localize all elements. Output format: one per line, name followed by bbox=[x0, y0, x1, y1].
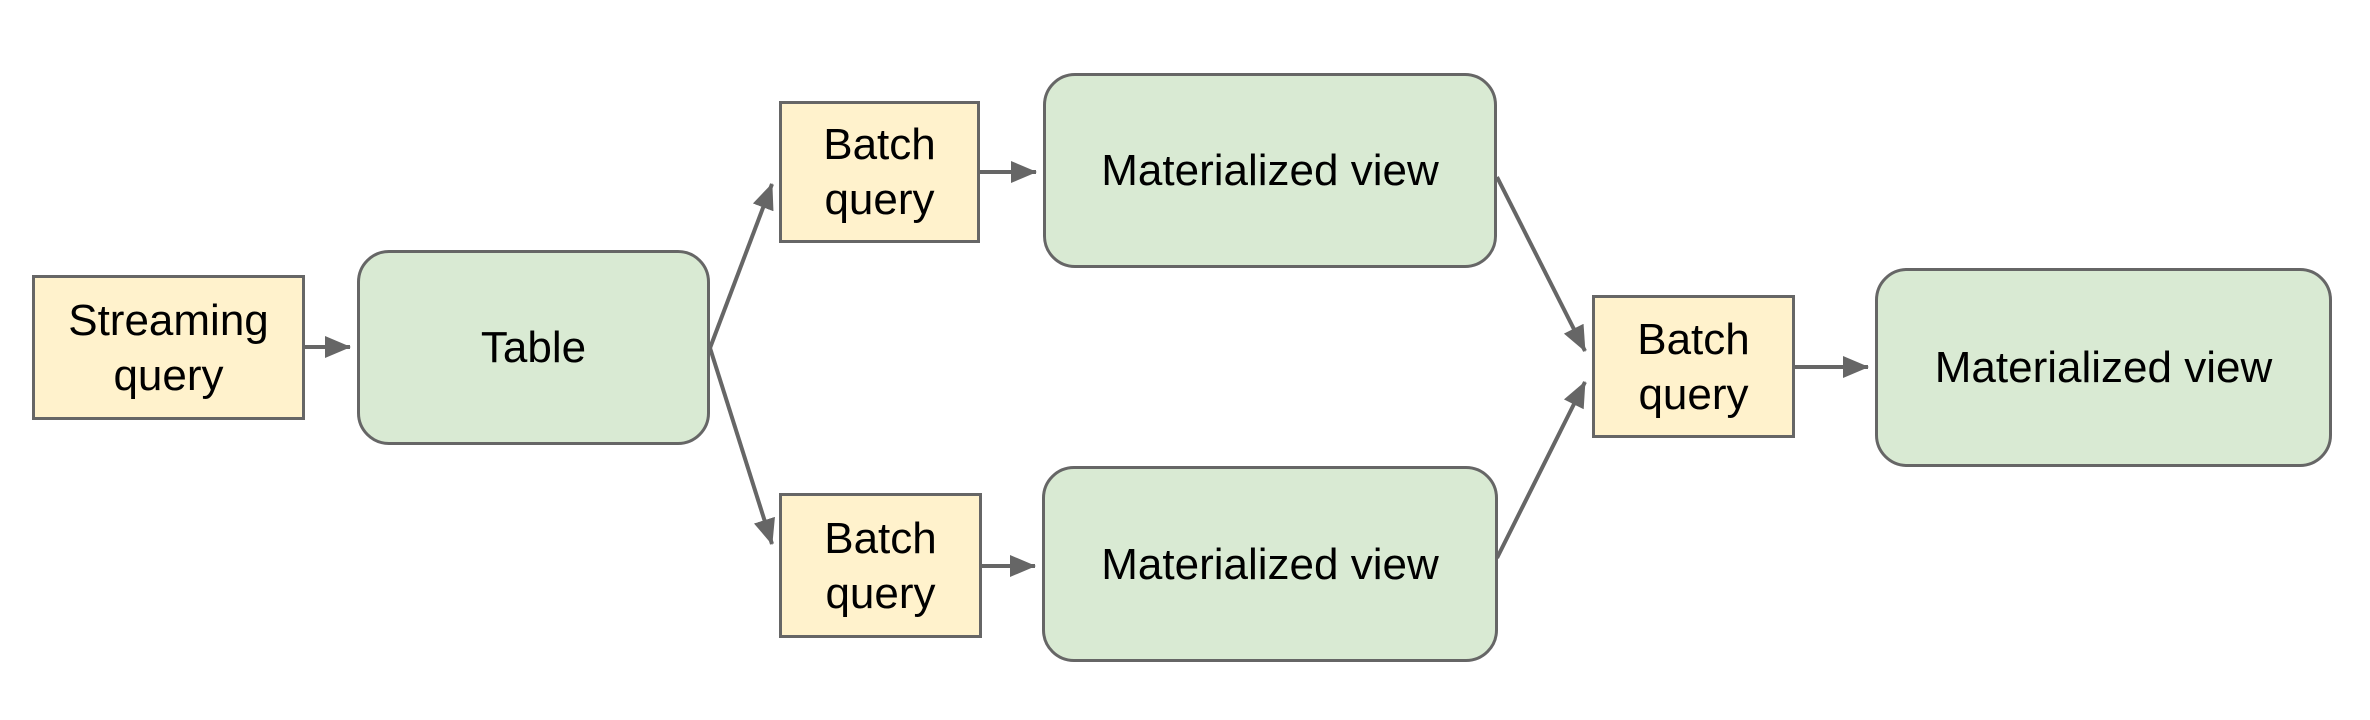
edge-table-to-batch-query-bottom bbox=[708, 347, 775, 545]
node-streaming-query: Streaming query bbox=[32, 275, 305, 420]
edge-table-to-batch-query-top bbox=[708, 183, 774, 349]
node-materialized-view-top: Materialized view bbox=[1043, 73, 1497, 268]
materialized-view-top-label: Materialized view bbox=[1101, 146, 1439, 195]
edge-materialized-view-top-to-batch-query-right bbox=[1495, 176, 1587, 352]
node-materialized-view-bottom: Materialized view bbox=[1042, 466, 1498, 662]
node-batch-query-bottom: Batch query bbox=[779, 493, 982, 638]
materialized-view-final-label: Materialized view bbox=[1934, 343, 2273, 392]
batch-query-right-label: Batch query bbox=[1637, 314, 1750, 419]
node-materialized-view-final: Materialized view bbox=[1875, 268, 2332, 467]
streaming-query-label: Streaming query bbox=[68, 295, 269, 400]
batch-query-bottom-label: Batch query bbox=[824, 513, 937, 618]
materialized-view-bottom-label: Materialized view bbox=[1101, 539, 1439, 589]
node-batch-query-top: Batch query bbox=[779, 101, 980, 243]
node-batch-query-right: Batch query bbox=[1592, 295, 1795, 438]
node-table: Table bbox=[357, 250, 710, 445]
edge-materialized-view-bottom-to-batch-query-right bbox=[1495, 381, 1587, 559]
table-label: Table bbox=[480, 323, 587, 372]
batch-query-top-label: Batch query bbox=[823, 120, 936, 224]
